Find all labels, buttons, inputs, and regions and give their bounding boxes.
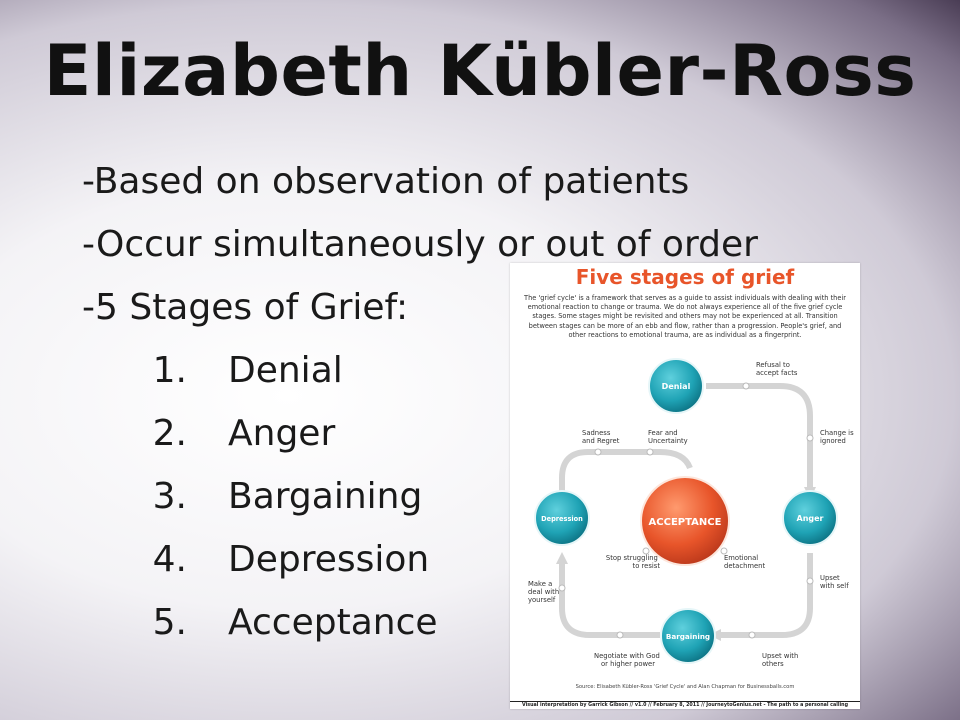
caption-stop: Stop struggling to resist	[606, 554, 660, 570]
marker-dot	[642, 547, 650, 555]
bullet-order: -Occur simultaneously or out of order	[82, 224, 758, 265]
stage-label: Anger	[228, 413, 336, 454]
bullet-observation: -Based on observation of patients	[82, 161, 690, 202]
marker-dot	[748, 631, 756, 639]
marker-dot	[742, 382, 750, 390]
stage-item-denial: 1. Denial	[82, 339, 758, 402]
stage-item-anger: 2. Anger	[82, 402, 758, 465]
arrow-head	[556, 552, 568, 564]
depression-label: Depression	[541, 515, 583, 523]
marker-dot	[594, 448, 602, 456]
marker-dot	[720, 547, 728, 555]
caption-change: Change is ignored	[820, 429, 856, 445]
marker-dot	[806, 434, 814, 442]
grief-cycle-diagram: Denial Anger Bargaining Depression ACCEP…	[528, 358, 856, 668]
caption-negotiate: Negotiate with God or higher power	[594, 652, 662, 668]
stage-number: 5.	[152, 602, 187, 643]
denial-label: Denial	[662, 382, 691, 391]
acceptance-label: ACCEPTANCE	[649, 517, 722, 528]
stage-number: 3.	[152, 476, 187, 517]
marker-dot	[616, 631, 624, 639]
stage-number: 2.	[152, 413, 187, 454]
caption-fear: Fear and Uncertainty	[648, 429, 688, 445]
stage-label: Bargaining	[228, 476, 423, 517]
stage-number: 1.	[152, 350, 187, 391]
anger-label: Anger	[797, 514, 824, 523]
slide-title: Elizabeth Kübler-Ross	[43, 30, 917, 112]
anger-circle	[782, 490, 838, 546]
denial-circle	[648, 358, 704, 414]
infographic-footer: Visual interpretation by Garrick Gibson …	[510, 701, 860, 710]
bullet-stages: -5 Stages of Grief:	[82, 287, 409, 328]
caption-deal: Make a deal with yourself	[528, 580, 561, 604]
caption-upset-self: Upset with self	[820, 574, 849, 590]
stage-label: Denial	[228, 350, 343, 391]
bullet-list: -Based on observation of patients -Occur…	[82, 150, 758, 654]
stage-label: Acceptance	[228, 602, 438, 643]
infographic-source: Source: Elisabeth Kübler-Ross 'Grief Cyc…	[575, 684, 795, 690]
infographic-title: Five stages of grief	[575, 265, 795, 289]
caption-sadness: Sadness and Regret	[582, 429, 620, 445]
infographic-description: The 'grief cycle' is a framework that se…	[524, 294, 846, 339]
acceptance-circle	[640, 476, 730, 566]
cycle-path	[559, 558, 660, 638]
stage-item-acceptance: 5. Acceptance	[82, 591, 758, 654]
stage-item-bargaining: 3. Bargaining	[82, 465, 758, 528]
caption-refusal: Refusal to accept facts	[756, 361, 798, 377]
marker-dot	[806, 577, 814, 585]
grief-infographic: Five stages of grief The 'grief cycle' i…	[510, 263, 860, 709]
marker-dot	[558, 584, 566, 592]
bargaining-circle	[660, 608, 716, 664]
depression-circle	[534, 490, 590, 546]
stage-number: 4.	[152, 539, 187, 580]
cycle-path	[559, 449, 693, 493]
caption-upset-others: Upset with others	[762, 652, 800, 668]
marker-dot	[646, 448, 654, 456]
stage-item-depression: 4. Depression	[82, 528, 758, 591]
stage-label: Depression	[228, 539, 430, 580]
cycle-path	[715, 553, 813, 638]
bargaining-label: Bargaining	[666, 632, 710, 641]
cycle-path	[706, 383, 813, 493]
caption-emotional: Emotional detachment	[724, 554, 765, 570]
